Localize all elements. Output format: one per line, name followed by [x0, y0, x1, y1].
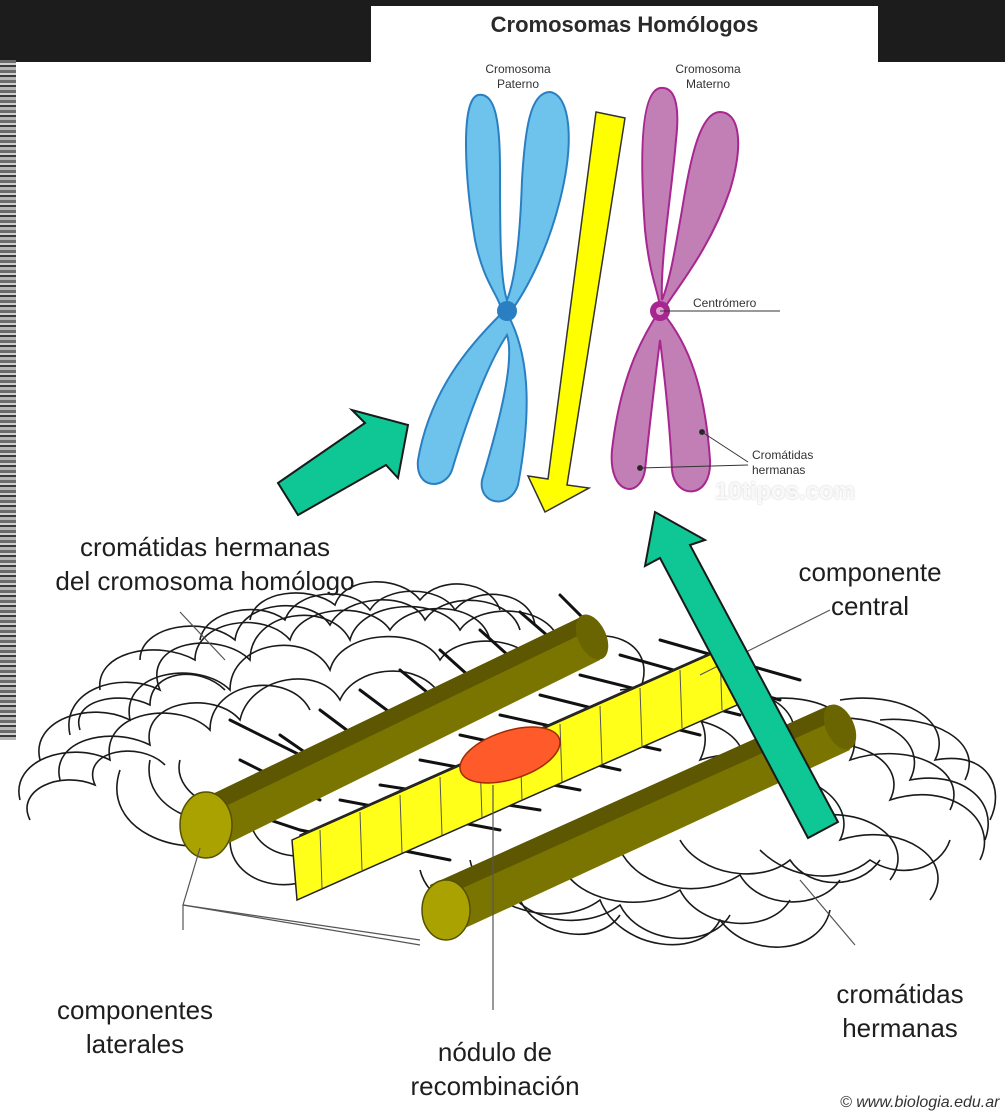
homolog-chromatids-line1: cromátidas hermanas: [20, 530, 390, 564]
lateral-components-line2: laterales: [30, 1027, 240, 1061]
homolog-chromatids-line2: del cromosoma homólogo: [20, 564, 390, 598]
central-component-label: componente central: [770, 555, 970, 623]
sister-chromatids-small-label: Cromátidas hermanas: [752, 448, 832, 478]
sister-chromatids-label: cromátidas hermanas: [800, 977, 1000, 1045]
sister-small-line2: hermanas: [752, 463, 832, 478]
centromere-label: Centrómero: [693, 296, 783, 311]
paternal-chromosome: [418, 92, 569, 501]
maternal-label-line1: Cromosoma: [658, 62, 758, 77]
sister-small-line1: Cromátidas: [752, 448, 832, 463]
maternal-label-line2: Materno: [658, 77, 758, 92]
maternal-chromosome: [612, 88, 739, 492]
watermark: 10tipos.com: [715, 478, 855, 506]
lateral-components-label: componentes laterales: [30, 993, 240, 1061]
sister-chromatids-line1: cromátidas: [800, 977, 1000, 1011]
paternal-label: Cromosoma Paterno: [468, 62, 568, 92]
recombination-node-line2: recombinación: [375, 1069, 615, 1103]
homolog-chromatids-label: cromátidas hermanas del cromosoma homólo…: [20, 530, 390, 598]
lateral-components-line1: componentes: [30, 993, 240, 1027]
maternal-label: Cromosoma Materno: [658, 62, 758, 92]
central-component-line1: componente: [770, 555, 970, 589]
sister-chromatids-line2: hermanas: [800, 1011, 1000, 1045]
paternal-centromere: [497, 301, 517, 321]
paternal-label-line2: Paterno: [468, 77, 568, 92]
copyright-text: © www.biologia.edu.ar: [840, 1094, 1005, 1112]
central-component-line2: central: [770, 589, 970, 623]
paternal-label-line1: Cromosoma: [468, 62, 568, 77]
teal-arrow-left: [278, 410, 408, 515]
recombination-node-line1: nódulo de: [375, 1035, 615, 1069]
recombination-node-label: nódulo de recombinación: [375, 1035, 615, 1103]
